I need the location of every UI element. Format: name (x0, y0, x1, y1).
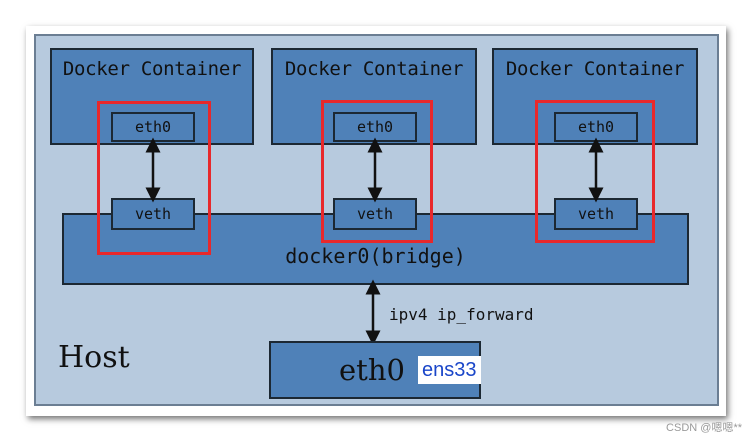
host-label: Host (58, 340, 130, 375)
container-3-eth0: eth0 (554, 112, 638, 142)
bridge-label: docker0(bridge) (285, 244, 466, 268)
highlight-pair-3 (535, 100, 655, 243)
container-title: Docker Container (62, 58, 242, 80)
host-eth0-label: eth0 (339, 353, 405, 387)
container-2-eth0: eth0 (333, 112, 417, 142)
highlight-pair-2 (321, 100, 433, 243)
watermark: CSDN @嗯嗯** (666, 422, 742, 434)
container-title: Docker Container (284, 58, 464, 80)
ip-forward-label: ipv4 ip_forward (389, 305, 534, 324)
highlight-pair-1 (97, 101, 211, 255)
container-3-veth: veth (554, 198, 638, 230)
docker-container-2: Docker Container (271, 48, 477, 145)
ens33-tag: ens33 (418, 356, 481, 384)
container-title: Docker Container (505, 58, 685, 80)
